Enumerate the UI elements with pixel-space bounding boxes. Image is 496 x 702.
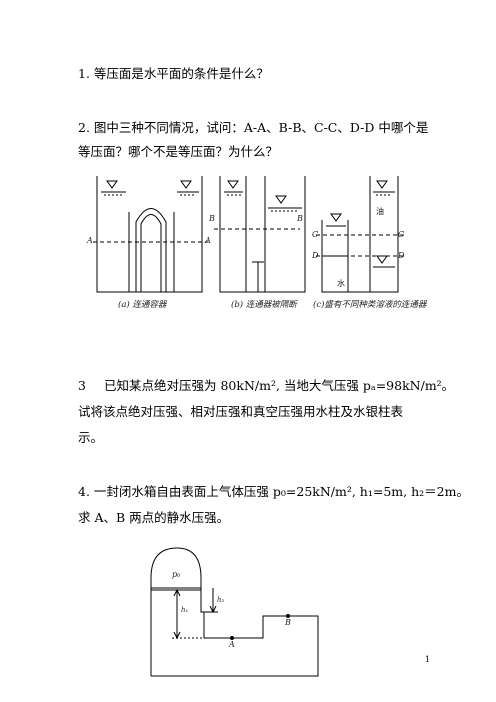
question-3-line-3: 示。	[78, 430, 104, 445]
caption-c: (c)盛有不同种类溶液的连通器	[313, 300, 427, 310]
water-level-icon	[376, 180, 388, 189]
label-point-A: A	[229, 640, 235, 649]
page-number: 1	[424, 655, 430, 664]
water-level-icon	[106, 180, 118, 189]
question-3-line-2: 试将该点绝对压强、相对压强和真空压强用水柱及水银柱表	[78, 404, 404, 419]
figure-b-container	[214, 176, 306, 293]
label-oil: 油	[376, 207, 384, 216]
caption-b: (b) 连通器被隔断	[231, 300, 297, 310]
point-B-icon	[286, 614, 290, 618]
question-4-line-1: 4. 一封闭水箱自由表面上气体压强 p₀=25kN/m², h₁=5m, h₂＝…	[78, 484, 469, 499]
label-D-right: D	[398, 251, 405, 260]
label-A-left: A	[87, 236, 93, 245]
label-point-B: B	[285, 618, 291, 627]
water-level-icon	[376, 255, 388, 264]
label-C-left: C	[312, 230, 319, 239]
figure-c-container	[316, 176, 404, 293]
label-p0: p₀	[172, 570, 181, 579]
question-2-line-2: 等压面？哪个不是等压面？为什么？	[78, 144, 279, 159]
water-level-icon	[330, 213, 342, 222]
label-B-left: B	[209, 214, 215, 223]
water-level-icon	[275, 195, 287, 204]
question-2-line-1: 2. 图中三种不同情况，试问：A-A、B-B、C-C、D-D 中哪个是	[78, 120, 429, 135]
water-level-icon	[227, 180, 239, 189]
water-level-icon	[180, 180, 192, 189]
label-h1: h₁	[181, 606, 189, 614]
label-C-right: C	[398, 230, 405, 239]
label-A-right: A	[205, 236, 211, 245]
point-A-icon	[230, 636, 234, 640]
label-h2: h₂	[217, 596, 225, 604]
question-1: 1. 等压面是水平面的条件是什么？	[78, 66, 269, 81]
question-4-line-2: 求 A、B 两点的静水压强。	[78, 510, 230, 525]
caption-a: (a) 连通容器	[118, 300, 167, 310]
figure-a-container	[93, 176, 208, 293]
label-water: 水	[337, 279, 345, 288]
question-3-line-1: 已知某点绝对压强为 80kN/m², 当地大气压强 pₐ=98kN/m²。	[104, 378, 455, 393]
question-3-number: 3	[78, 378, 86, 393]
label-D-left: D	[312, 251, 319, 260]
label-B-right: B	[297, 214, 303, 223]
